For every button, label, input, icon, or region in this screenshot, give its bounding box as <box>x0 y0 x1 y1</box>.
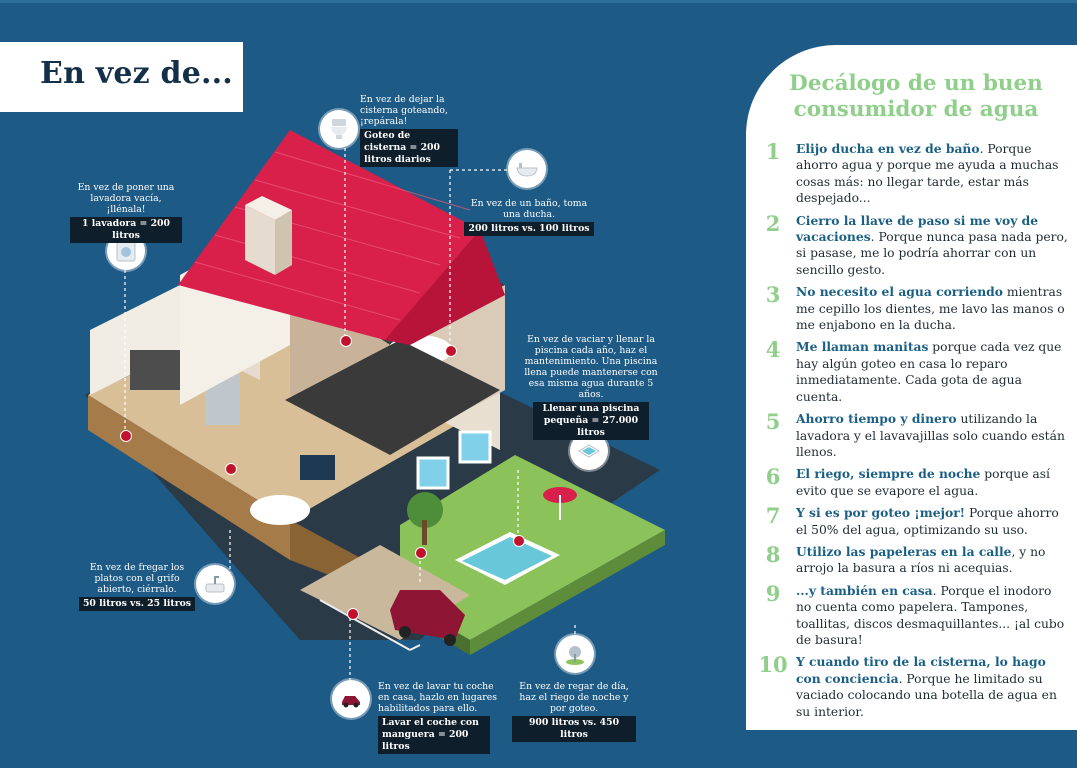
item-rest: mientras me cepillo los dientes, me lavo… <box>796 285 1065 333</box>
tip-piscina: En vez de vaciar y llenar la piscina cad… <box>522 334 660 440</box>
item-rest: utilizando la lavadora y el lavavajillas… <box>796 412 1065 459</box>
decalogo-item: 6 El riego, siempre de noche porque así … <box>758 466 1068 499</box>
item-bold: ...y también en casa <box>796 582 933 598</box>
item-rest: . Porque ahorro agua y porque me ayuda a… <box>796 142 1059 206</box>
item-number: 10 <box>758 652 788 678</box>
item-text: Me llaman manitas porque cada vez que ha… <box>796 339 1068 405</box>
item-text: El riego, siempre de noche porque así ev… <box>796 466 1068 499</box>
tip-riego: En vez de regar de día, haz el riego de … <box>512 681 636 742</box>
item-text: Cierro la llave de paso si me voy de vac… <box>796 213 1068 279</box>
item-text: Y cuando tiro de la cisterna, lo hago co… <box>796 654 1068 720</box>
tip-cisterna-text: En vez de dejar la cisterna goteando, ¡r… <box>360 94 448 127</box>
tip-platos: En vez de fregar los platos con el grifo… <box>78 562 196 611</box>
tip-lavadora: En vez de poner una lavadora vacía, ¡llé… <box>70 182 182 243</box>
marker-bano <box>445 345 457 357</box>
item-number: 1 <box>765 139 781 164</box>
item-number: 8 <box>765 541 781 567</box>
decalogo-item: 4 Me llaman manitas porque cada vez que … <box>758 339 1068 405</box>
tip-riego-text: En vez de regar de día, haz el riego de … <box>519 681 629 714</box>
item-text: ...y también en casa. Porque el inodoro … <box>796 583 1068 649</box>
item-text: No necesito el agua corriendo mientras m… <box>796 284 1068 333</box>
decalogo-card: Decálogo de un buen consumidor de agua 1… <box>746 45 1077 730</box>
item-bold: Me llaman manitas <box>796 339 929 355</box>
tip-bano-stat: 200 litros vs. 100 litros <box>464 222 594 236</box>
marker-piscina <box>513 535 525 547</box>
item-rest: . Porque el inodoro no cuenta como papel… <box>796 583 1065 647</box>
item-bold: Ahorro tiempo y dinero <box>796 411 957 427</box>
decalogo-item: 1 Elijo ducha en vez de baño. Porque aho… <box>758 141 1068 207</box>
item-bold: Utilizo las papeleras en la calle <box>796 543 1012 559</box>
tip-coche-text: En vez de lavar tu coche en casa, hazlo … <box>378 681 497 714</box>
decalogo-list: 1 Elijo ducha en vez de baño. Porque aho… <box>758 141 1068 726</box>
item-number: 4 <box>765 337 781 363</box>
item-number: 9 <box>765 580 781 606</box>
tip-lavadora-stat: 1 lavadora = 200 litros <box>70 217 182 243</box>
item-bold: El riego, siempre de noche <box>796 466 981 482</box>
item-bold: Y cuando tiro de la cisterna, lo hago co… <box>796 654 1046 686</box>
item-rest: . Porque he limitado su vaciado colocand… <box>796 671 1057 719</box>
marker-platos <box>225 463 237 475</box>
tip-cisterna-stat: Goteo de cisterna = 200 litros diarios <box>360 129 458 167</box>
tip-bano-text: En vez de un baño, toma una ducha. <box>470 198 588 220</box>
item-number: 6 <box>765 464 781 490</box>
item-bold: Y si es por goteo ¡mejor! <box>796 505 966 521</box>
tip-platos-stat: 50 litros vs. 25 litros <box>78 597 196 611</box>
item-number: 5 <box>765 409 781 435</box>
decalogo-item: 9 ...y también en casa. Porque el inodor… <box>758 580 1068 649</box>
sprinkler-icon <box>566 646 584 665</box>
item-bold: Elijo ducha en vez de baño <box>796 141 980 156</box>
tip-bano: En vez de un baño, toma una ducha. 200 l… <box>464 198 594 236</box>
pool-icon <box>578 444 600 458</box>
item-text: Ahorro tiempo y dinero utilizando la lav… <box>796 411 1068 460</box>
decalogo-item: 7 Y si es por goteo ¡mejor! Porque ahorr… <box>758 505 1068 538</box>
tip-cisterna: En vez de dejar la cisterna goteando, ¡r… <box>360 94 460 167</box>
bathtub-icon <box>516 163 538 177</box>
decalogo-item: 10 Y cuando tiro de la cisterna, lo hago… <box>758 654 1068 720</box>
washing-machine-icon <box>116 240 136 262</box>
bathtub-icon-badge <box>508 150 546 188</box>
item-bold: Cierro la llave de paso si me voy de vac… <box>796 212 1039 245</box>
top-stripe <box>0 0 1077 3</box>
decalogo-title: Decálogo de un buen consumidor de agua <box>789 71 1043 122</box>
marker-lavadora <box>120 430 132 442</box>
item-rest: . Porque nunca pasa nada pero, si pasase… <box>796 230 1068 277</box>
tip-piscina-stat: Llenar una piscina pequeña = 27.000 litr… <box>533 402 649 440</box>
item-number: 2 <box>765 210 781 236</box>
item-number: 3 <box>765 282 781 308</box>
sink-icon-badge <box>196 565 234 603</box>
tip-platos-text: En vez de fregar los platos con el grifo… <box>89 562 185 595</box>
tip-coche-stat: Lavar el coche con manguera = 200 litros <box>378 716 490 754</box>
toilet-icon-badge <box>320 110 358 148</box>
marker-cisterna <box>340 335 352 347</box>
page-title: En vez de... <box>40 56 233 91</box>
toilet-icon <box>331 119 347 139</box>
marker-coche <box>347 608 359 620</box>
decalogo-item: 3 No necesito el agua corriendo mientras… <box>758 284 1068 333</box>
car-icon-badge <box>332 680 370 718</box>
item-rest: Porque ahorro el 50% del agua, optimizan… <box>796 506 1059 537</box>
item-rest: porque así evito que se evapore el agua. <box>796 467 1050 498</box>
item-text: Y si es por goteo ¡mejor! Porque ahorro … <box>796 505 1068 538</box>
decalogo-item: 2 Cierro la llave de paso si me voy de v… <box>758 210 1068 279</box>
item-bold: No necesito el agua corriendo <box>796 284 1003 300</box>
decalogo-item: 8 Utilizo las papeleras en la calle, y n… <box>758 541 1068 577</box>
marker-riego <box>415 547 427 559</box>
decalogo-item: 5 Ahorro tiempo y dinero utilizando la l… <box>758 411 1068 460</box>
car-icon <box>342 696 360 708</box>
sink-icon <box>205 576 225 593</box>
item-text: Utilizo las papeleras en la calle, y no … <box>796 544 1068 577</box>
tip-lavadora-text: En vez de poner una lavadora vacía, ¡llé… <box>77 182 175 215</box>
sprinkler-icon-badge <box>556 635 594 673</box>
item-rest: porque cada vez que hay algún goteo en c… <box>796 340 1062 404</box>
isometric-house <box>85 130 665 680</box>
house-illustration: En vez de dejar la cisterna goteando, ¡r… <box>70 94 665 754</box>
tip-piscina-text: En vez de vaciar y llenar la piscina cad… <box>524 334 658 400</box>
item-number: 7 <box>765 503 781 529</box>
item-text: Elijo ducha en vez de baño. Porque ahorr… <box>796 141 1068 207</box>
tip-coche: En vez de lavar tu coche en casa, hazlo … <box>378 681 498 754</box>
title-card: En vez de... <box>0 42 243 112</box>
item-rest: , y no arrojo la basura a ríos ni acequi… <box>796 544 1046 576</box>
tip-riego-stat: 900 litros vs. 450 litros <box>512 716 636 742</box>
